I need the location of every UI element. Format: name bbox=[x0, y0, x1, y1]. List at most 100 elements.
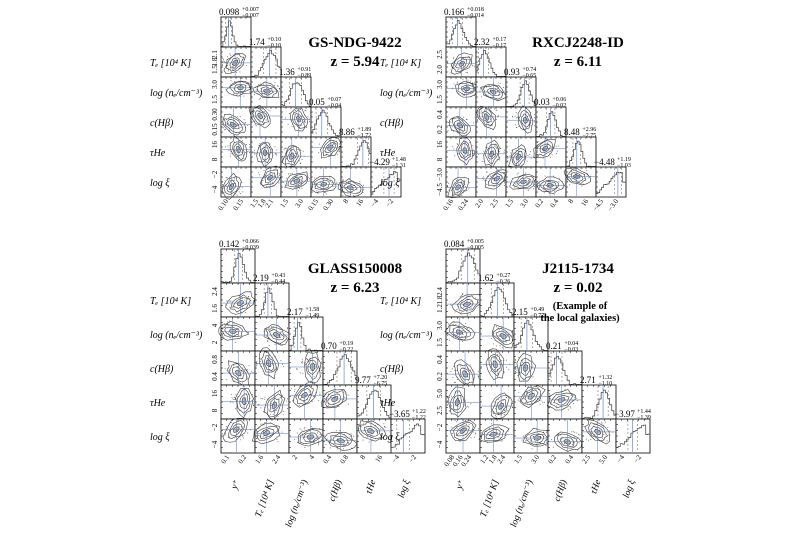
sample-point bbox=[227, 332, 230, 334]
sample-point bbox=[571, 171, 573, 173]
sample-point bbox=[488, 159, 490, 161]
y-tick-label: 0.30 bbox=[211, 108, 219, 121]
sample-point bbox=[255, 437, 258, 439]
estimate-median: 0.05 bbox=[309, 97, 325, 107]
sample-point bbox=[521, 439, 523, 441]
sample-point bbox=[301, 158, 303, 161]
sample-point bbox=[247, 432, 249, 434]
sample-point bbox=[601, 437, 604, 439]
sample-point bbox=[457, 400, 459, 402]
sample-point bbox=[473, 153, 475, 155]
sample-point bbox=[511, 330, 514, 332]
sample-point bbox=[601, 421, 603, 423]
histogram-cell bbox=[250, 46, 282, 78]
sample-point bbox=[287, 123, 289, 125]
estimate-median: −3.65 bbox=[389, 409, 410, 419]
sample-point bbox=[495, 345, 497, 347]
sample-point bbox=[490, 337, 492, 340]
contour-ring bbox=[584, 419, 610, 445]
sample-point bbox=[227, 324, 230, 327]
sample-point bbox=[447, 60, 449, 62]
sample-point bbox=[286, 400, 288, 402]
sample-point bbox=[537, 155, 539, 157]
sample-point bbox=[268, 344, 270, 346]
sample-point bbox=[446, 397, 449, 399]
sample-point bbox=[299, 162, 301, 164]
sample-point bbox=[233, 364, 235, 366]
sample-point bbox=[283, 366, 285, 368]
sample-point bbox=[483, 112, 485, 114]
sample-point bbox=[547, 144, 549, 146]
sample-point bbox=[551, 147, 553, 149]
sample-point bbox=[249, 373, 251, 375]
sample-point bbox=[551, 146, 553, 148]
x-tick-label: 0.10 bbox=[217, 197, 231, 212]
sample-point bbox=[466, 72, 468, 74]
contour-ring bbox=[325, 389, 344, 408]
sample-point bbox=[277, 415, 279, 417]
sample-point bbox=[262, 436, 264, 438]
sample-point bbox=[342, 180, 344, 182]
histogram-line bbox=[390, 423, 426, 453]
sample-point bbox=[446, 191, 449, 193]
sample-point bbox=[227, 145, 229, 147]
estimate-plus: +0.19 bbox=[339, 341, 353, 347]
sample-point bbox=[497, 327, 499, 329]
estimate-minus: −0.02 bbox=[552, 103, 566, 109]
sample-point bbox=[236, 329, 239, 331]
y-tick-label: −4 bbox=[211, 440, 219, 448]
estimate-minus: −1.39 bbox=[637, 415, 651, 421]
sample-point bbox=[497, 82, 499, 84]
sample-point bbox=[221, 335, 224, 337]
x-tick-label: 1.8 bbox=[487, 453, 499, 465]
sample-point bbox=[279, 435, 281, 437]
sample-point bbox=[330, 396, 332, 398]
sample-point bbox=[543, 401, 545, 404]
contour-ring bbox=[452, 422, 474, 441]
sample-point bbox=[272, 403, 274, 406]
sample-point bbox=[242, 367, 244, 369]
contour-ring bbox=[260, 428, 275, 440]
sample-point bbox=[477, 377, 480, 379]
sample-point bbox=[381, 428, 383, 431]
sample-point bbox=[234, 177, 236, 179]
sample-point bbox=[222, 59, 225, 61]
sample-point bbox=[529, 151, 532, 153]
sample-point bbox=[495, 146, 497, 148]
y-tick-label: 0.4 bbox=[211, 372, 219, 381]
sample-point bbox=[259, 143, 261, 145]
x-tick-label: 3.0 bbox=[294, 197, 306, 209]
sample-point bbox=[515, 163, 517, 166]
sample-point bbox=[329, 180, 331, 182]
sample-point bbox=[235, 408, 237, 410]
estimate-median: −4.48 bbox=[594, 157, 615, 167]
sample-point bbox=[458, 433, 460, 435]
sample-point bbox=[494, 145, 496, 147]
contour-ring bbox=[297, 388, 312, 401]
sample-point bbox=[493, 401, 495, 403]
sample-point bbox=[479, 90, 481, 92]
sample-point bbox=[252, 403, 255, 405]
sample-point bbox=[462, 181, 464, 183]
sample-point bbox=[553, 175, 555, 177]
contour-ring bbox=[488, 354, 503, 378]
sample-point bbox=[470, 80, 472, 82]
sample-point bbox=[342, 448, 345, 450]
sample-point bbox=[283, 149, 285, 151]
sample-point bbox=[274, 344, 276, 346]
contour-ring bbox=[490, 392, 513, 419]
sample-point bbox=[255, 363, 258, 365]
estimate-minus: −1.31 bbox=[392, 163, 406, 169]
sample-point bbox=[323, 191, 325, 193]
sample-point bbox=[511, 406, 514, 408]
y-tick-label: 1.5 bbox=[436, 95, 444, 104]
sample-point bbox=[480, 436, 483, 438]
sample-point bbox=[594, 433, 596, 435]
contour-ring bbox=[449, 390, 465, 413]
sample-point bbox=[609, 430, 611, 432]
row-label: log (nₑ/cm⁻³) bbox=[380, 88, 433, 99]
sample-point bbox=[581, 185, 583, 187]
sample-point bbox=[492, 343, 494, 345]
estimate-minus: −0.22 bbox=[339, 347, 353, 353]
